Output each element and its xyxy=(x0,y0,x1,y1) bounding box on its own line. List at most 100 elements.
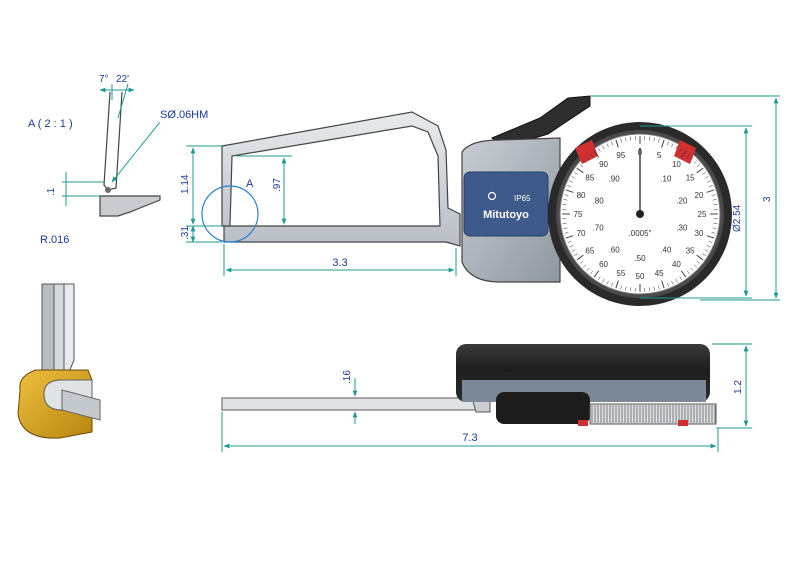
dial-tick xyxy=(702,253,706,257)
dial-outer-label: 10 xyxy=(672,160,681,169)
dial-inner-label: .50 xyxy=(634,254,646,263)
dial-tick xyxy=(658,285,660,290)
dial-tick xyxy=(569,245,574,248)
dim-overall-length: 7.3 xyxy=(462,432,477,444)
dim-inner-height: .97 xyxy=(272,178,283,192)
dial-tick xyxy=(653,137,655,142)
dial-tick xyxy=(661,280,665,289)
dial-tick xyxy=(690,156,694,161)
dial-tick xyxy=(602,278,605,283)
dial-tick xyxy=(667,282,669,287)
dial-inner-label: .90 xyxy=(609,174,621,183)
detail-view-label: A ( 2 : 1 ) xyxy=(28,118,73,130)
dial-outer-label: 25 xyxy=(698,210,707,219)
dial-tick xyxy=(606,143,609,148)
dim-jaw-height: 1.14 xyxy=(180,174,191,194)
dial-tick xyxy=(597,148,601,152)
dim-reach: 3.3 xyxy=(332,257,347,269)
dial-inner-label: .10 xyxy=(660,174,672,183)
dial-tick xyxy=(661,139,665,148)
dial-tick xyxy=(564,232,569,234)
detail-lower-jaw xyxy=(99,195,161,217)
dial-tick xyxy=(653,286,655,291)
side-lever xyxy=(496,392,590,424)
dial-tick xyxy=(571,176,576,179)
dial-tick xyxy=(711,194,716,196)
dial-outer-label: 65 xyxy=(585,246,594,255)
ball-tip-spec: SØ.06HM xyxy=(160,109,208,121)
brand-panel xyxy=(463,171,549,237)
dial-tick xyxy=(569,180,574,183)
side-view: .16 1.2 7.3 xyxy=(221,343,752,452)
dial-tick xyxy=(671,143,674,148)
dial-tick xyxy=(649,136,651,141)
dial-outer-label: 85 xyxy=(585,174,594,183)
dial-tick xyxy=(579,260,584,264)
knurl-lines xyxy=(591,405,716,423)
dial-tick xyxy=(576,254,584,261)
dial-tick xyxy=(567,241,572,243)
dial-tick xyxy=(693,160,698,164)
dial-tick xyxy=(602,145,605,150)
dial-outer-label: 45 xyxy=(655,269,664,278)
dial-tick xyxy=(606,280,609,285)
dial-tick xyxy=(706,180,711,183)
tolerance-marker-left[interactable] xyxy=(575,140,598,164)
detail-marker: A xyxy=(246,178,254,190)
dial-tick xyxy=(582,160,587,164)
dim-overall-height: 3 xyxy=(762,196,773,202)
dial-tick xyxy=(565,235,574,239)
dial-tick xyxy=(696,167,704,174)
dial-outer-label: 35 xyxy=(686,246,695,255)
dial-tick xyxy=(576,167,584,174)
dial-tick xyxy=(696,254,704,261)
dial-tick xyxy=(615,280,619,289)
angle-minutes: 22' xyxy=(116,74,129,85)
dial-tick xyxy=(625,286,627,291)
dial-outer-label: 60 xyxy=(599,260,608,269)
dial-outer-label: 30 xyxy=(695,229,704,238)
dial-tick xyxy=(693,264,698,268)
dial-tick xyxy=(704,176,709,179)
caliper-frame xyxy=(221,111,461,247)
side-knurl xyxy=(589,403,717,425)
dial-tick xyxy=(675,145,678,150)
dial-tick xyxy=(713,203,718,205)
dial-outer-label: 20 xyxy=(695,191,704,200)
dial-tick xyxy=(593,270,600,278)
dial-tick xyxy=(590,270,594,275)
dial-tick xyxy=(597,276,601,280)
dial-inner-label: .20 xyxy=(676,196,688,205)
dial-outer-label: 55 xyxy=(616,269,625,278)
isometric-tip-view xyxy=(17,283,101,439)
dial-outer-label: 40 xyxy=(672,260,681,269)
dim-tip-offset: .31 xyxy=(180,226,191,240)
dial-tick xyxy=(563,227,568,229)
pointer-hub xyxy=(636,210,644,218)
dial-tick xyxy=(713,223,718,225)
dial-tick xyxy=(686,153,690,158)
angle-degrees: 7° xyxy=(99,74,109,85)
dial-outer-label: 70 xyxy=(577,229,586,238)
dial-inner-label: .70 xyxy=(593,224,605,233)
dial-tick xyxy=(582,264,587,268)
dial-graduation: .0005" xyxy=(629,229,652,238)
dial-ticks xyxy=(562,136,718,292)
dial-tick xyxy=(711,232,716,234)
dial-tick xyxy=(704,249,709,252)
dial-inner-label: .60 xyxy=(609,246,621,255)
dial-outer-label: 50 xyxy=(636,272,645,281)
dial-tick xyxy=(706,189,715,193)
dial-tick xyxy=(625,137,627,142)
dial-tick xyxy=(708,241,713,243)
side-arm xyxy=(221,397,477,411)
dial-tick xyxy=(629,287,631,292)
dial-outer-label: 80 xyxy=(577,191,586,200)
dial-outer-label: 5 xyxy=(657,151,662,160)
dial-tick xyxy=(671,280,674,285)
front-view: IP65 Mitutoyo 95051015202530354045505560… xyxy=(180,95,780,306)
dial-tick xyxy=(706,245,711,248)
dial-tick xyxy=(712,199,717,201)
dial-tick xyxy=(586,267,590,272)
dial-inner-label: .80 xyxy=(593,196,605,205)
